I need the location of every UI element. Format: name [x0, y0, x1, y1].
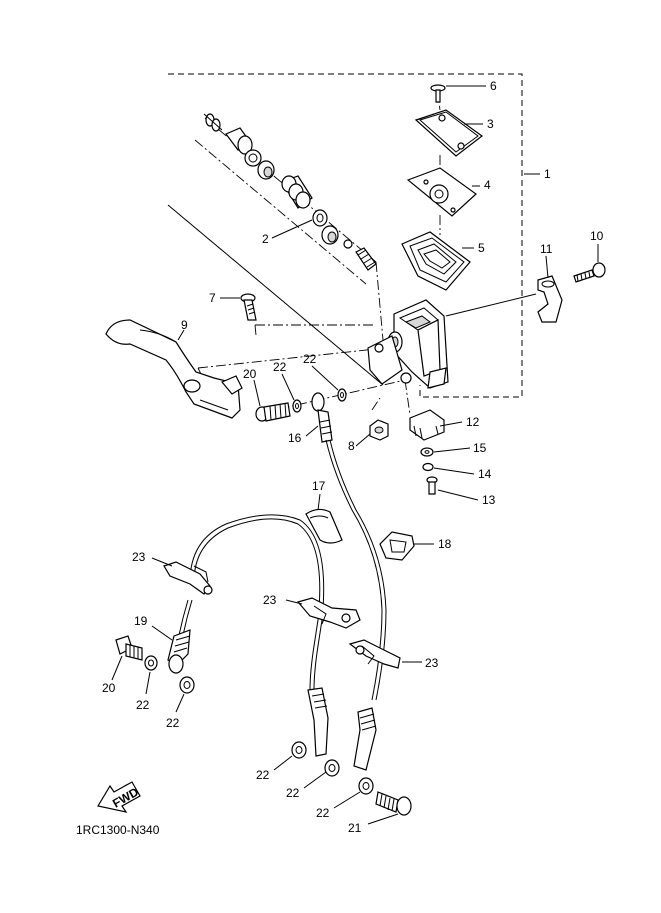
callout-16: 16 [288, 431, 302, 445]
secondary-cup [321, 225, 339, 245]
clamp-leader [445, 293, 537, 317]
hose-holder [379, 531, 415, 561]
callout-22-lower-1: 22 [136, 698, 150, 712]
washer-lower-5 [358, 777, 374, 795]
diaphragm [401, 231, 471, 291]
piston-cup [257, 160, 275, 180]
callout-20-upper: 20 [243, 367, 257, 381]
callout-22-lower-5: 22 [316, 806, 330, 820]
callout-13: 13 [482, 493, 496, 507]
lever-pivot-bolt [240, 293, 257, 321]
callout-20-lower: 20 [102, 681, 116, 695]
callout-labels: 6 3 1 4 5 2 10 11 7 9 20 22 22 16 8 12 1… [102, 79, 604, 835]
callout-18: 18 [438, 537, 452, 551]
spring-seat [343, 239, 353, 249]
callout-23-right: 23 [425, 656, 439, 670]
switch-screw [426, 476, 438, 495]
union-bolt-21 [375, 791, 412, 816]
cover-screw [430, 84, 446, 103]
diaphragm-plate [406, 167, 477, 217]
piston [281, 175, 313, 209]
callout-1: 1 [544, 167, 551, 181]
callout-15: 15 [473, 441, 487, 455]
brake-switch [409, 409, 445, 441]
return-spring [355, 247, 377, 271]
hose-fitting-lower-left [307, 687, 329, 757]
union-bolt-upper [255, 402, 291, 422]
callout-11: 11 [540, 242, 553, 256]
washer-lower-4 [324, 759, 340, 777]
washer-upper-right [337, 388, 347, 402]
callout-12: 12 [466, 415, 480, 429]
callout-3: 3 [487, 117, 494, 131]
callout-2: 2 [262, 232, 269, 246]
brake-lever [105, 319, 243, 419]
callout-4: 4 [484, 178, 491, 192]
washer-upper-left [292, 399, 302, 413]
callout-5: 5 [478, 241, 485, 255]
union-bolt-lower-left [115, 635, 143, 661]
hose-clamp-left [163, 561, 213, 595]
dust-boot [225, 127, 253, 155]
callout-22-upper-left: 22 [273, 360, 287, 374]
hose-clamp-middle [296, 597, 361, 629]
piston-clip [203, 113, 223, 132]
hose-protector [305, 508, 343, 544]
hose-clamp-right [348, 639, 401, 669]
hose-fitting-19 [167, 629, 191, 674]
callout-19: 19 [134, 614, 148, 628]
callout-22-upper-right: 22 [303, 352, 317, 366]
fwd-label: FWD [110, 785, 141, 811]
fwd-arrow-icon: FWD [97, 781, 141, 813]
holder-clamp [537, 275, 563, 323]
master-cylinder-body [367, 299, 449, 389]
master-cylinder-kit [203, 113, 377, 271]
washer-lower-1 [144, 655, 158, 671]
callout-14: 14 [478, 467, 492, 481]
callout-22-lower-3: 22 [256, 768, 270, 782]
primary-cup [312, 209, 328, 227]
lock-nut [369, 419, 389, 441]
callout-22-lower-4: 22 [286, 786, 300, 800]
callout-17: 17 [312, 479, 326, 493]
callout-10: 10 [590, 229, 604, 243]
callout-8: 8 [348, 439, 355, 453]
washer-lower-3 [291, 741, 307, 759]
switch-washer [420, 447, 434, 457]
callout-21: 21 [348, 821, 362, 835]
callout-6: 6 [490, 79, 497, 93]
reservoir-cap [414, 109, 484, 157]
callout-23-middle: 23 [263, 593, 277, 607]
hose-fitting-lower-right [353, 707, 377, 771]
callout-9: 9 [181, 318, 188, 332]
hose-banjo-fitting [311, 392, 333, 443]
diagram-code: 1RC1300-N340 [76, 823, 160, 837]
circlip [244, 149, 262, 167]
leader-lines [111, 85, 599, 825]
callout-7: 7 [209, 291, 216, 305]
clamp-bolt [573, 262, 606, 283]
callout-22-lower-2: 22 [166, 716, 180, 730]
callout-23-left: 23 [132, 550, 146, 564]
switch-spring-washer [422, 462, 434, 472]
washer-lower-2 [179, 676, 195, 694]
